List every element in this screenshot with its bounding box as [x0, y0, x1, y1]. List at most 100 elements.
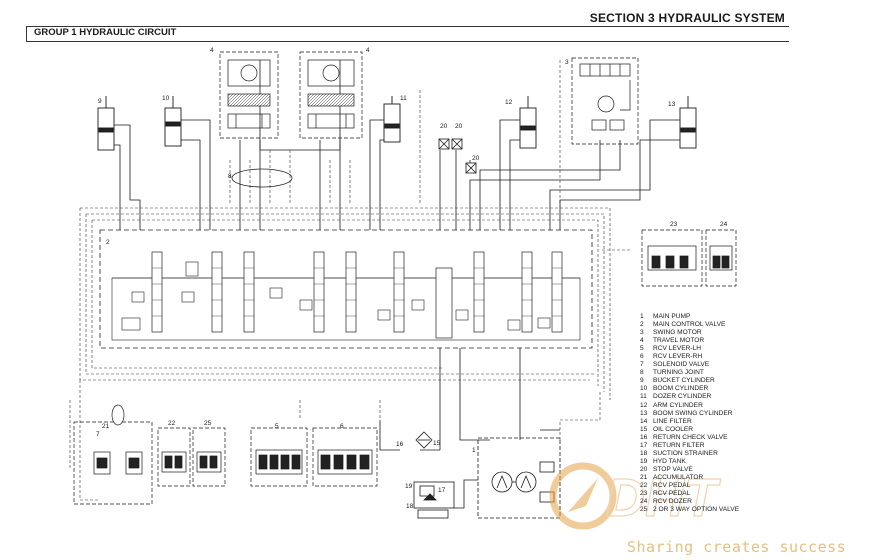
control-spools	[151, 251, 563, 339]
callout-25: 25	[204, 420, 212, 427]
callout-2: 2	[106, 239, 110, 246]
legend-label: RCV PEDAL	[653, 481, 691, 489]
callout-16: 16	[396, 441, 404, 448]
legend-number: 10	[640, 385, 648, 393]
legend-label: 2 OR 3 WAY OPTION VALVE	[653, 506, 740, 514]
legend-label: RETURN CHECK VALVE	[653, 433, 728, 441]
legend-number: 16	[640, 433, 648, 441]
legend-number: 25	[640, 506, 648, 514]
callout-4a: 4	[210, 47, 214, 54]
main-pump-1	[454, 437, 561, 519]
legend-label: STOP VALVE	[653, 465, 693, 473]
legend-label: RCV DOZER	[653, 498, 692, 506]
legend-label: TURNING JOINT	[653, 369, 704, 377]
oil-cooler-15	[415, 431, 433, 449]
callout-8: 8	[228, 173, 232, 180]
callout-10: 10	[162, 95, 170, 102]
callout-23: 23	[670, 221, 678, 228]
solenoid-valve-group-7	[73, 404, 153, 505]
rcv-pedal-23	[641, 229, 703, 287]
travel-motor-4-left	[219, 51, 279, 139]
svg-text:DHT: DHT	[606, 468, 721, 528]
legend-number: 21	[640, 473, 648, 481]
rcv-lever-rh-6	[312, 427, 378, 487]
legend-number: 13	[640, 409, 648, 417]
callout-22: 22	[168, 420, 176, 427]
cylinders	[97, 96, 697, 151]
legend-number: 15	[640, 425, 648, 433]
turning-joint-8	[231, 168, 293, 188]
callout-20c: 20	[472, 155, 480, 162]
callout-6: 6	[340, 423, 344, 430]
callout-11: 11	[400, 95, 407, 102]
legend-item: 13 BOOM SWING CYLINDER	[640, 410, 739, 418]
legend-label: MAIN PUMP	[653, 313, 691, 320]
legend-label: RCV PEDAL	[653, 490, 691, 498]
callout-18: 18	[406, 503, 414, 510]
legend-number: 14	[640, 417, 648, 425]
legend-label: SWING MOTOR	[653, 329, 702, 337]
legend-label: BUCKET CYLINDER	[653, 377, 715, 385]
callout-4b: 4	[366, 47, 370, 54]
callout-21: 21	[102, 423, 110, 430]
legend-number: 11	[640, 393, 647, 401]
callout-12: 12	[505, 99, 513, 106]
legend-label: ACCUMULATOR	[653, 473, 704, 481]
rcv-pedal-22	[157, 427, 191, 487]
hyd-tank-19	[413, 481, 455, 519]
group-title: GROUP 1 HYDRAULIC CIRCUIT	[34, 27, 177, 38]
legend-item: 17 RETURN FILTER	[640, 442, 739, 450]
legend-item: 23 RCV PEDAL	[640, 490, 739, 498]
legend-label: RETURN FILTER	[653, 441, 705, 449]
legend-number: 1	[640, 313, 644, 320]
legend-item: 1 MAIN PUMP	[640, 313, 739, 321]
dozer-cylinder-11	[383, 96, 401, 143]
legend-label: RCV LEVER-RH	[653, 353, 703, 361]
legend-item: 14 LINE FILTER	[640, 418, 739, 426]
callout-24: 24	[720, 221, 728, 228]
watermark-logo: DHT	[549, 462, 722, 530]
callout-20b: 20	[455, 123, 463, 130]
legend-item: 25 2 OR 3 WAY OPTION VALVE	[640, 506, 739, 514]
option-valve-25	[192, 427, 226, 487]
legend-item: 12 ARM CYLINDER	[640, 402, 739, 410]
legend-label: SUCTION STRAINER	[653, 449, 718, 457]
callout-5: 5	[275, 423, 279, 430]
legend-label: OIL COOLER	[653, 425, 694, 433]
legend-number: 17	[640, 441, 648, 449]
legend-label: SOLENOID VALVE	[653, 361, 710, 369]
legend-number: 9	[640, 377, 644, 385]
legend-label: BOOM SWING CYLINDER	[653, 409, 733, 417]
callout-13: 13	[668, 101, 676, 108]
callout-1: 1	[472, 447, 476, 454]
legend-number: 24	[640, 498, 648, 506]
callout-15: 15	[433, 440, 441, 447]
legend-number: 23	[640, 490, 648, 498]
legend-number: 4	[640, 337, 644, 345]
legend-label: LINE FILTER	[653, 417, 692, 425]
legend-item: 7 SOLENOID VALVE	[640, 361, 739, 369]
legend-number: 5	[640, 345, 644, 353]
legend-number: 8	[640, 369, 644, 377]
legend-number: 2	[640, 321, 644, 329]
legend-label: RCV LEVER-LH	[653, 345, 702, 353]
legend-number: 22	[640, 481, 648, 489]
arm-cylinder-12	[519, 96, 537, 149]
legend-label: ARM CYLINDER	[653, 401, 703, 409]
callout-19: 19	[405, 483, 413, 490]
legend-item: 24 RCV DOZER	[640, 498, 739, 506]
legend-number: 19	[640, 457, 648, 465]
legend-number: 12	[640, 401, 648, 409]
section-title: SECTION 3 HYDRAULIC SYSTEM	[589, 11, 785, 25]
legend-number: 7	[640, 361, 644, 369]
legend-label: DOZER CYLINDER	[653, 393, 712, 401]
legend-item: 9 BUCKET CYLINDER	[640, 377, 739, 385]
legend-number: 20	[640, 465, 648, 473]
